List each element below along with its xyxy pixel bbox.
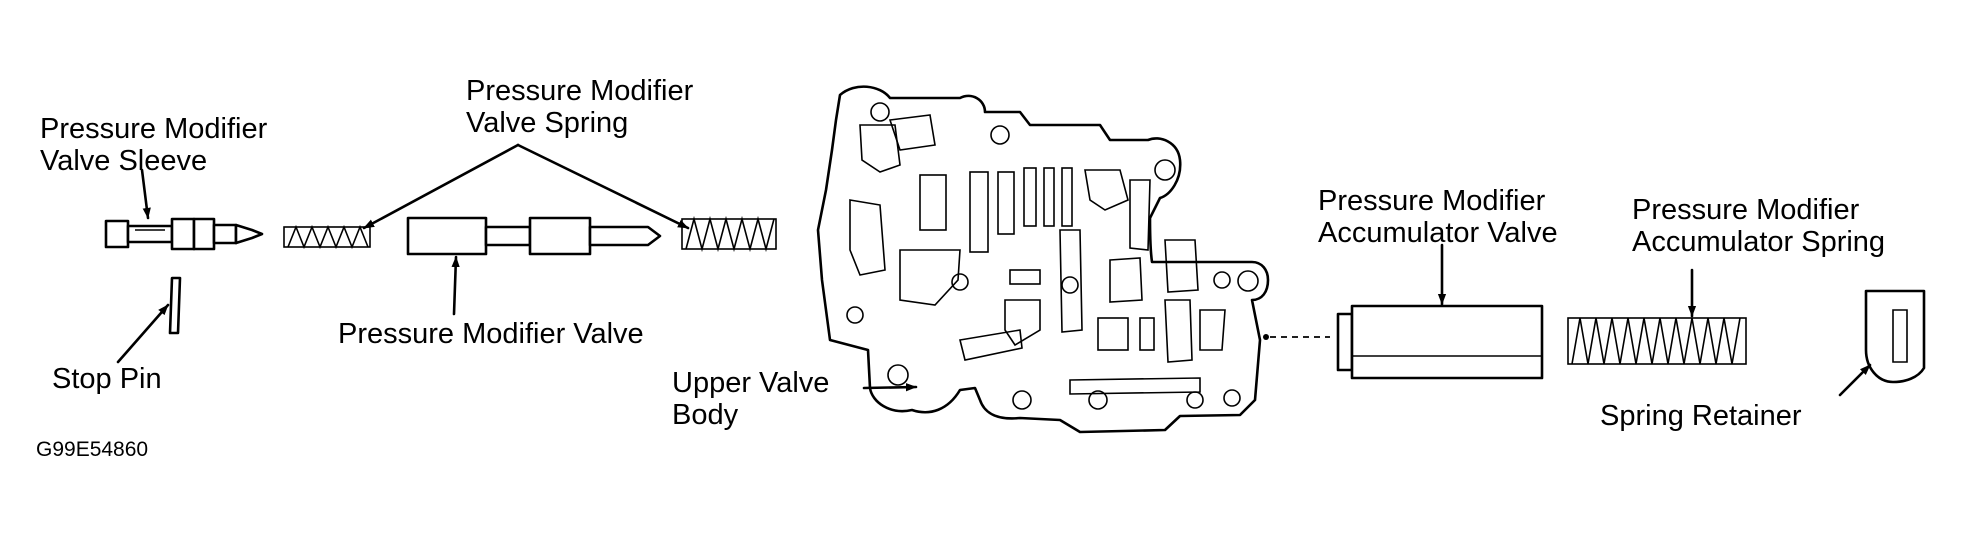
label-spring-retainer: Spring Retainer [1600, 400, 1802, 432]
arrow-sleeve [140, 168, 151, 220]
stop-pin [168, 276, 182, 335]
valve-spring-right [681, 215, 777, 253]
accumulator-valve [1336, 304, 1544, 380]
label-body-line1: Upper Valve [672, 367, 829, 399]
label-sleeve-line2: Valve Sleeve [40, 145, 207, 177]
leader-lines [116, 143, 1872, 397]
pressure-modifier-valve [406, 216, 662, 256]
label-body-line2: Body [672, 399, 739, 431]
figure-code: G99E54860 [36, 438, 148, 461]
arrow-spring-retainer [1838, 363, 1872, 397]
label-accum-spring-line1: Pressure Modifier [1632, 194, 1860, 226]
label-accum-spring-line2: Accumulator Spring [1632, 226, 1885, 258]
label-spring-line1: Pressure Modifier [466, 75, 694, 107]
spring-retainer [1864, 289, 1926, 384]
arrow-valve [451, 255, 460, 316]
arrow-spring-left [362, 143, 520, 230]
arrow-spring-right [516, 143, 690, 230]
arrow-upper-valve-body [862, 383, 918, 392]
valve-spring-left [283, 224, 371, 250]
valve-sleeve [104, 217, 264, 251]
accumulator-spring [1567, 317, 1747, 365]
label-stop-pin: Stop Pin [52, 363, 162, 395]
arrow-stop-pin [116, 303, 170, 364]
label-accum-valve-line2: Accumulator Valve [1318, 217, 1558, 249]
label-spring-line2: Valve Spring [466, 107, 628, 139]
upper-valve-body [816, 85, 1270, 434]
label-accum-valve-line1: Pressure Modifier [1318, 185, 1546, 217]
label-pressure-modifier-valve: Pressure Modifier Valve [338, 318, 644, 350]
label-sleeve-line1: Pressure Modifier [40, 113, 268, 145]
